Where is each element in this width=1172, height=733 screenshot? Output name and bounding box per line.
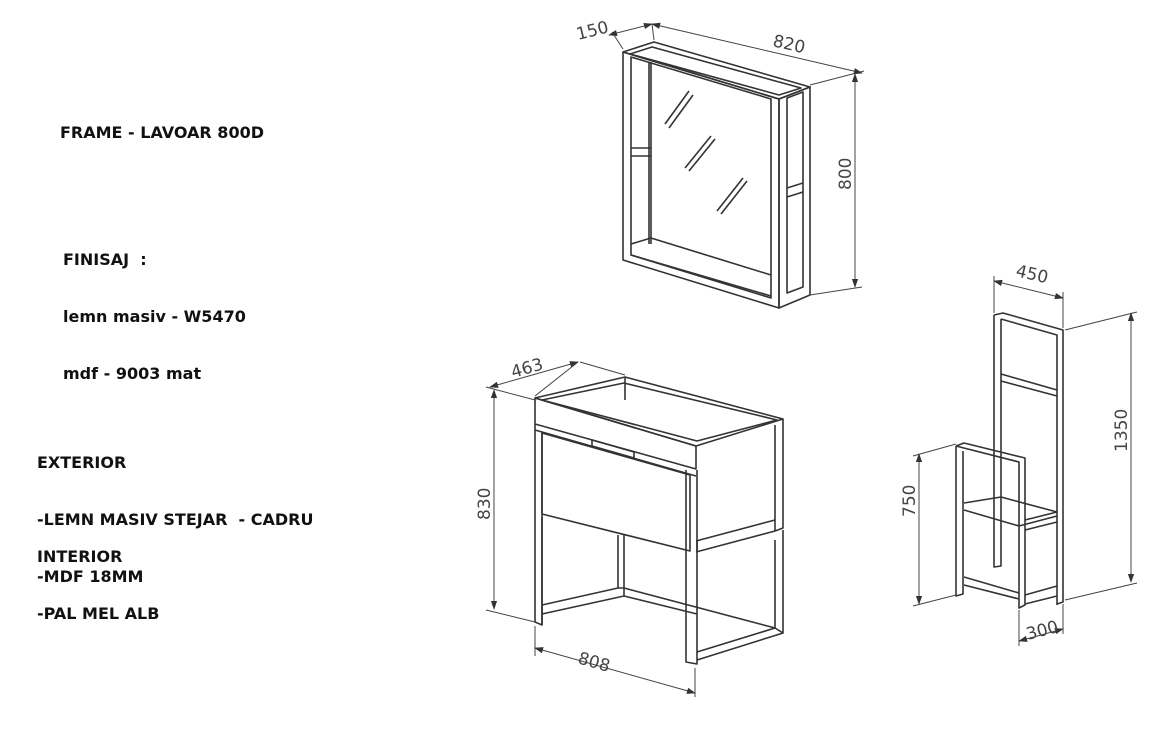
finish-heading: FINISAJ : [63, 250, 147, 269]
interior-block: INTERIOR -PAL MEL ALB [37, 509, 159, 642]
mirror-dimension-lines [608, 22, 865, 296]
exterior-block: EXTERIOR -LEMN MASIV STEJAR - CADRU -MDF… [37, 415, 313, 605]
dim-vanity-width: 808 [576, 649, 613, 677]
finish-line-wood: lemn masiv - W5470 [63, 307, 246, 326]
product-title: FRAME - LAVOAR 800D [60, 123, 264, 142]
vanity-drawing [534, 376, 784, 665]
vanity-dimension-lines [485, 361, 696, 697]
interior-heading: INTERIOR [37, 547, 123, 566]
exterior-heading: EXTERIOR [37, 453, 127, 472]
mirror-drawing [622, 41, 811, 309]
interior-line-pal: -PAL MEL ALB [37, 604, 160, 623]
finish-block: FINISAJ : lemn masiv - W5470 mdf - 9003 … [63, 212, 246, 402]
finish-line-mdf: mdf - 9003 mat [63, 364, 202, 383]
shelf-unit-dimension-lines [912, 276, 1138, 646]
dim-shelf-low-height: 750 [900, 485, 920, 517]
exterior-line-frame: -LEMN MASIV STEJAR - CADRU [37, 510, 314, 529]
shelf-unit-drawing [955, 312, 1064, 609]
dim-shelf-base-depth: 300 [1024, 617, 1061, 645]
exterior-line-mdf: -MDF 18MM [37, 567, 144, 586]
dim-mirror-width: 820 [771, 31, 807, 58]
dim-vanity-depth: 463 [509, 355, 546, 383]
dim-vanity-height: 830 [475, 488, 495, 520]
dim-shelf-top-width: 450 [1014, 261, 1050, 288]
dim-shelf-tall-height: 1350 [1112, 409, 1132, 452]
dim-mirror-height: 800 [836, 158, 856, 190]
dim-mirror-depth: 150 [574, 18, 610, 45]
